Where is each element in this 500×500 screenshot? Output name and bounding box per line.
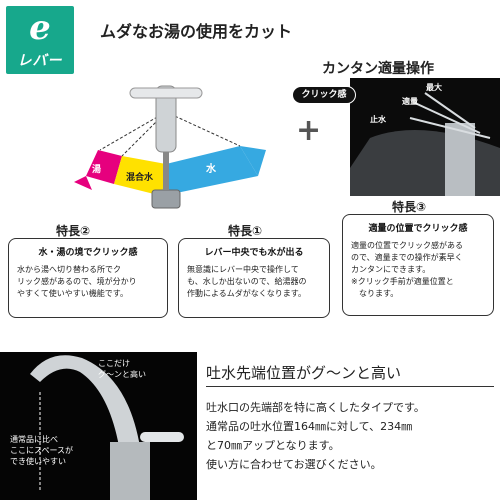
bottom-title: 吐水先端位置がグ～ンと高い bbox=[206, 364, 402, 382]
feature1-line: 無意識にレバー中央で操作して bbox=[187, 265, 299, 274]
feature2-line: やすくて使いやすい機能です。 bbox=[17, 289, 128, 298]
feature3-line: カンタンにできます。 bbox=[351, 265, 431, 274]
arc-water-band bbox=[162, 146, 258, 196]
feature3-line: なります。 bbox=[351, 289, 399, 298]
arc-label-water: 水 bbox=[205, 162, 217, 175]
photo-note-top-line: ここだけ bbox=[98, 359, 130, 368]
photo-note-top-line: グ～ンと高い bbox=[98, 370, 146, 379]
feature3-heading: 特長③ bbox=[392, 200, 427, 214]
feature1-line: も、水しか出ないので、給湯器の bbox=[187, 277, 307, 286]
arc-label-hot: 湯 bbox=[92, 163, 101, 175]
page-headline: ムダなお湯の使用をカット bbox=[100, 22, 293, 41]
arc-arrow-tail bbox=[240, 146, 266, 176]
bottom-line: と70㎜アップとなります。 bbox=[206, 439, 340, 452]
feature3-box-title: 適量の位置でクリック感 bbox=[368, 224, 468, 234]
click-feel-bubble: クリック感 bbox=[292, 86, 356, 104]
arc-label-mixed: 混合水 bbox=[126, 171, 154, 183]
feature3-line: ※クリック手前が適量位置と bbox=[351, 277, 454, 286]
feature3-line: ので、適量までの操作が素早く bbox=[351, 253, 463, 262]
logo-sub: レバー bbox=[17, 53, 63, 69]
bottom-line: 吐水口の先端部を特に高くしたタイプです。 bbox=[206, 401, 425, 414]
bottom-photo-art bbox=[0, 352, 197, 500]
faucet-photo: 適量 最大 止水 bbox=[350, 78, 500, 196]
photo-note-bottom-line: でき使いやすい bbox=[10, 457, 66, 466]
easy-operation-title: カンタン適量操作 bbox=[322, 61, 434, 77]
easy-photo-art bbox=[350, 78, 500, 196]
logo-mark: e bbox=[29, 8, 51, 48]
feature3-line: 適量の位置でクリック感がある bbox=[351, 241, 463, 250]
feature2-heading: 特長② bbox=[56, 224, 91, 238]
bottom-divider bbox=[206, 386, 494, 387]
label-stop: 止水 bbox=[370, 115, 386, 124]
plus-icon: + bbox=[296, 113, 322, 148]
feature2-box: 水・湯の境でクリック感 水から湯へ切り替わる所でク リック感があるので、境が分か… bbox=[8, 238, 168, 318]
feature1-box: レバー中央でも水が出る 無意識にレバー中央で操作して も、水しか出ないので、給湯… bbox=[178, 238, 330, 318]
feature1-box-title: レバー中央でも水が出る bbox=[204, 248, 304, 258]
photo-note-top: ここだけ グ～ンと高い bbox=[98, 358, 146, 380]
photo-note-bottom-line: ここにスペースが bbox=[10, 446, 74, 455]
feature2-line: 水から湯へ切り替わる所でク bbox=[17, 265, 121, 274]
faucet-base bbox=[151, 189, 181, 209]
bottom-line: 使い方に合わせてお選びください。 bbox=[206, 458, 382, 471]
feature3-box: 適量の位置でクリック感 適量の位置でクリック感がある ので、適量までの操作が素早… bbox=[342, 214, 494, 316]
e-lever-logo: e レバー bbox=[6, 6, 74, 74]
arc-arrow-head bbox=[74, 176, 92, 190]
label-proper: 適量 bbox=[402, 97, 418, 106]
photo-note-bottom: 通常品に比べ ここにスペースが でき使いやすい bbox=[10, 434, 73, 467]
faucet-lever bbox=[129, 87, 203, 99]
faucet-bottom-photo: ここだけ グ～ンと高い 通常品に比べ ここにスペースが でき使いやすい bbox=[0, 352, 197, 500]
lever-arc-diagram: 湯 混合水 水 bbox=[74, 85, 266, 209]
photo-note-bottom-line: 通常品に比べ bbox=[10, 435, 58, 444]
label-max: 最大 bbox=[426, 83, 442, 92]
bottom-line: 通常品の吐水位置164㎜に対して、234㎜ bbox=[206, 420, 413, 433]
bottom-description: 吐水口の先端部を特に高くしたタイプです。 通常品の吐水位置164㎜に対して、23… bbox=[206, 398, 498, 474]
feature1-heading: 特長① bbox=[228, 224, 263, 238]
arc-mixed-band bbox=[114, 156, 166, 196]
feature2-box-title: 水・湯の境でクリック感 bbox=[38, 248, 138, 258]
arc-hot-band bbox=[86, 150, 122, 184]
feature2-line: リック感があるので、境が分かり bbox=[17, 277, 137, 286]
feature1-line: 作動によるムダがなくなります。 bbox=[187, 289, 306, 298]
